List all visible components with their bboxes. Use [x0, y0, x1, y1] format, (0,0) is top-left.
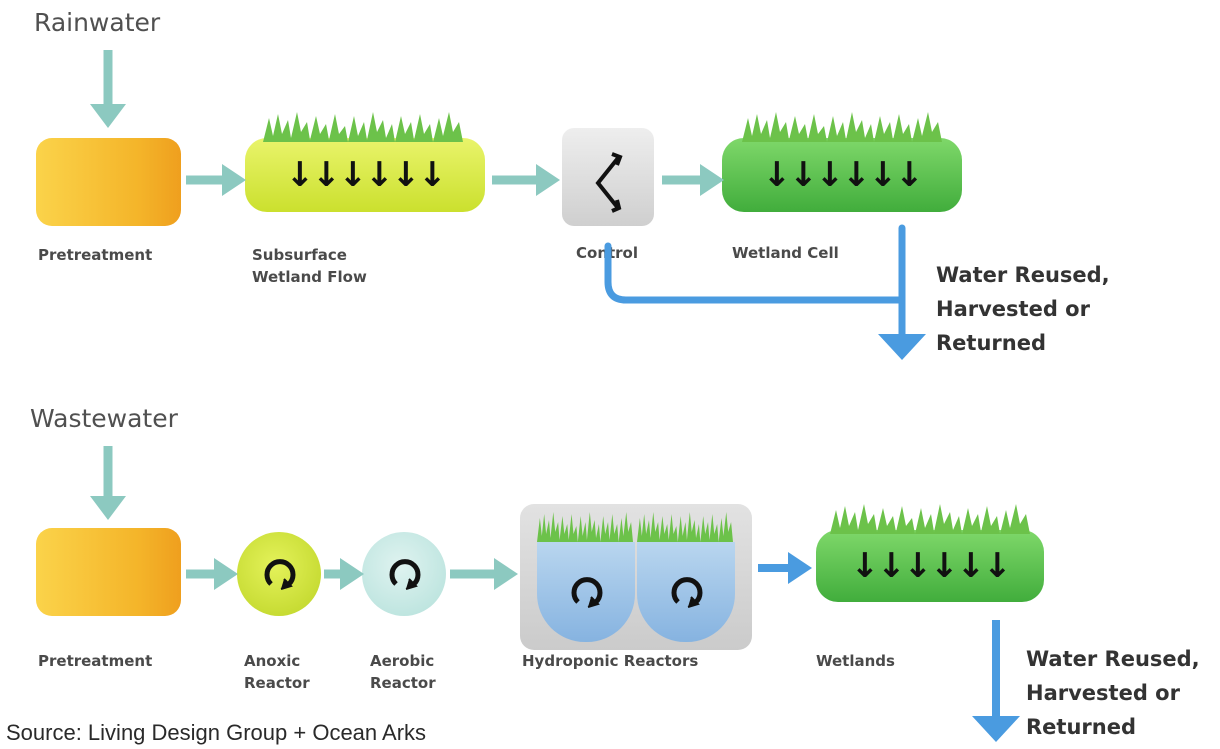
hydroponic-tank-1: [537, 542, 635, 642]
label-aerobic-2: Reactor: [370, 674, 436, 692]
pretreatment-box-bottom: [36, 528, 181, 616]
output-top-line2: Harvested or: [936, 297, 1090, 321]
label-subsurface-2: Wetland Flow: [252, 268, 367, 286]
control-box: [562, 128, 654, 226]
output-bottom-line1: Water Reused,: [1026, 647, 1200, 671]
label-aerobic-1: Aerobic: [370, 652, 435, 670]
wetlands-box: ↓↓↓↓↓↓: [816, 530, 1044, 602]
hydroponic-reactors-box: [520, 504, 752, 650]
rotation-icon: [389, 559, 421, 590]
anoxic-reactor: [237, 532, 321, 616]
wastewater-title: Wastewater: [30, 404, 178, 433]
label-pretreatment-bottom: Pretreatment: [38, 652, 153, 670]
label-subsurface-1: Subsurface: [252, 246, 347, 264]
flow-arrows: ↓↓↓↓↓↓: [762, 155, 924, 195]
label-anoxic-1: Anoxic: [244, 652, 301, 670]
rotation-icon: [571, 577, 603, 608]
wetland-cell-box: ↓↓↓↓↓↓: [722, 138, 962, 212]
arrowhead-output-top: [878, 334, 926, 360]
aerobic-reactor: [362, 532, 446, 616]
source-caption: Source: Living Design Group + Ocean Arks: [6, 720, 427, 745]
label-hydroponic: Hydroponic Reactors: [522, 652, 699, 670]
output-top-line1: Water Reused,: [936, 263, 1110, 287]
output-bottom-line2: Harvested or: [1026, 681, 1180, 705]
hydroponic-tank-2: [637, 542, 735, 642]
output-top-line3: Returned: [936, 331, 1046, 355]
output-bottom-line3: Returned: [1026, 715, 1136, 739]
label-pretreatment-top: Pretreatment: [38, 246, 153, 264]
flow-arrows: ↓↓↓↓↓↓: [285, 155, 447, 195]
switch-icon: [595, 152, 623, 213]
subsurface-wetland-box: ↓↓↓↓↓↓: [245, 138, 485, 212]
rotation-icon: [671, 577, 703, 608]
flow-arrows: ↓↓↓↓↓↓: [850, 546, 1012, 586]
label-wetland-cell: Wetland Cell: [732, 244, 839, 262]
label-anoxic-2: Reactor: [244, 674, 310, 692]
rainwater-title: Rainwater: [34, 8, 161, 37]
label-wetlands: Wetlands: [816, 652, 895, 670]
rotation-icon: [264, 559, 296, 590]
label-control: Control: [576, 244, 639, 262]
pretreatment-box-top: [36, 138, 181, 226]
